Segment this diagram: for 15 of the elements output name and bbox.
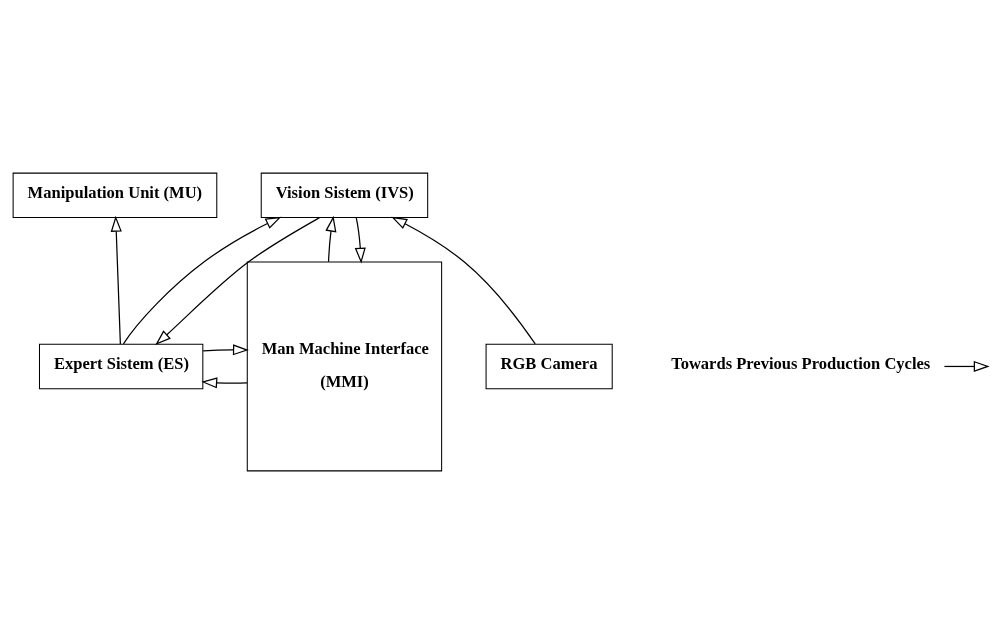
arrow xyxy=(325,215,337,263)
arrow xyxy=(202,344,249,356)
node-text: Towards Previous Production Cycles xyxy=(671,354,931,374)
arrow xyxy=(122,216,282,345)
node-box: Man Machine Interface (MMI) xyxy=(246,261,443,472)
arrow xyxy=(201,377,248,389)
node-box: Vision Sistem (IVS) xyxy=(260,172,429,219)
arrow xyxy=(943,360,990,373)
arrow xyxy=(155,217,321,346)
node-box: Manipulation Unit (MU) xyxy=(12,172,218,219)
node-box: Expert Sistem (ES) xyxy=(38,343,204,390)
arrow xyxy=(391,216,536,345)
arrow xyxy=(354,217,366,264)
node-box: RGB Camera xyxy=(485,343,613,390)
arrow xyxy=(110,215,122,345)
